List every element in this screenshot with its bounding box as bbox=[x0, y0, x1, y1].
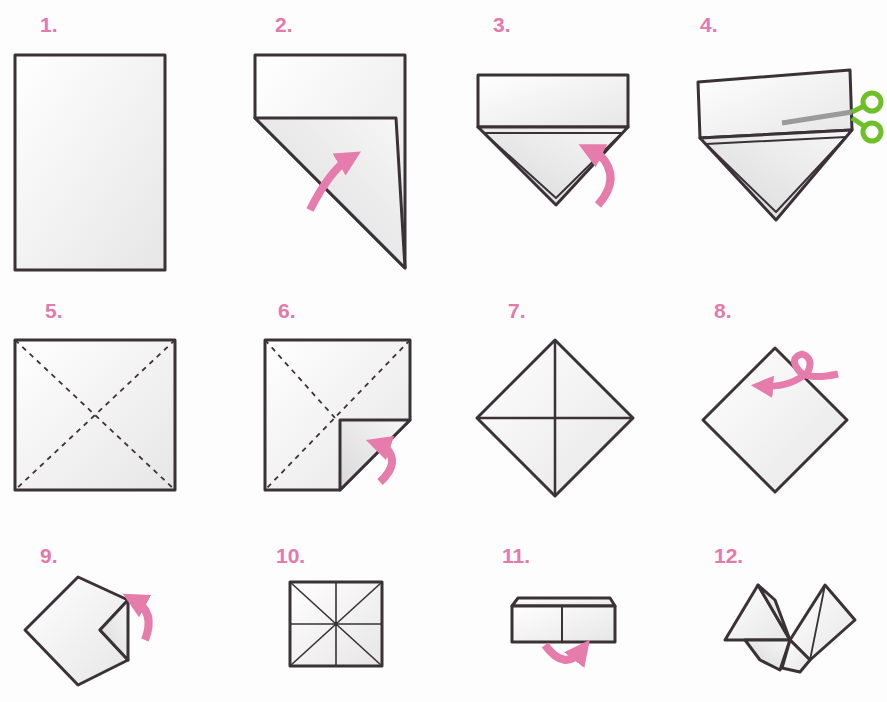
scissor-blade bbox=[782, 112, 852, 123]
step-3-fold bbox=[478, 75, 628, 205]
step-number: 2. bbox=[275, 14, 293, 35]
paper-sheet bbox=[15, 55, 165, 270]
step-number: 11. bbox=[502, 545, 530, 566]
step-number: 3. bbox=[493, 14, 511, 35]
step-number: 5. bbox=[45, 300, 63, 321]
step-2-fold bbox=[255, 55, 405, 268]
step-number: 7. bbox=[508, 300, 526, 321]
step-number: 10. bbox=[276, 545, 305, 566]
step-10-folded-square bbox=[290, 582, 382, 666]
scissors bbox=[852, 93, 881, 141]
step-9-fold bbox=[25, 577, 149, 685]
step-number: 4. bbox=[700, 14, 718, 35]
step-number: 9. bbox=[40, 545, 58, 566]
step-7-diamond bbox=[477, 340, 633, 496]
step-4-cut bbox=[698, 70, 881, 220]
step-number: 12. bbox=[714, 545, 743, 566]
step-12-fortune-teller bbox=[725, 585, 855, 672]
step-number: 6. bbox=[278, 300, 296, 321]
step-8-turn-over bbox=[703, 348, 847, 492]
step-11-fold-half bbox=[512, 598, 615, 660]
step-number: 1. bbox=[40, 14, 58, 35]
step-5-square bbox=[15, 340, 175, 490]
step-6-corner bbox=[265, 340, 410, 490]
step-number: 8. bbox=[714, 300, 732, 321]
